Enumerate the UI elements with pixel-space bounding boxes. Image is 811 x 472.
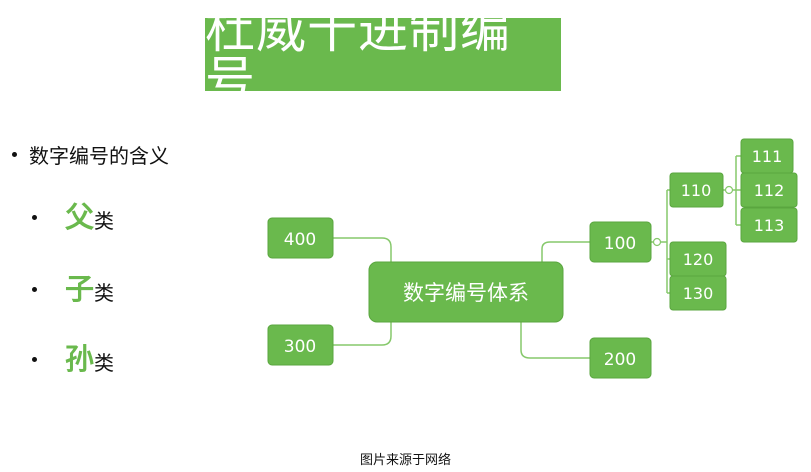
node-112: 112 xyxy=(740,172,798,208)
node-111: 111 xyxy=(740,138,794,174)
node-200-label: 200 xyxy=(604,350,636,370)
node-113-label: 113 xyxy=(754,216,785,235)
node-113-box xyxy=(740,207,798,243)
connector-root-100 xyxy=(541,241,590,262)
node-130-label: 130 xyxy=(683,284,714,303)
node-400-label: 400 xyxy=(284,230,316,250)
node-400-box xyxy=(267,217,334,259)
node-100-box xyxy=(589,221,652,263)
node-130: 130 xyxy=(669,275,727,311)
node-300-label: 300 xyxy=(284,337,316,357)
node-100: 100 xyxy=(589,221,652,263)
node-300-box xyxy=(267,324,334,366)
node-112-label: 112 xyxy=(754,181,785,200)
connector-root-400 xyxy=(333,237,392,262)
node-120-label: 120 xyxy=(683,250,714,269)
node-113: 113 xyxy=(740,207,798,243)
sub-item-parent: 父 类 xyxy=(32,203,114,232)
node-100-label: 100 xyxy=(604,234,636,254)
node-root: 数字编号体系 xyxy=(368,261,564,323)
bullet-dot xyxy=(32,287,37,292)
connector-root-200 xyxy=(520,322,590,359)
node-111-label: 111 xyxy=(752,147,783,166)
connector-root-300 xyxy=(333,322,392,346)
main-bullet: 数字编号的含义 xyxy=(12,140,169,169)
bullet-dot xyxy=(32,215,37,220)
sub-item-highlight: 孙 xyxy=(65,342,95,376)
node-300: 300 xyxy=(267,324,334,366)
sub-item-rest: 类 xyxy=(94,280,115,305)
sub-item-rest: 类 xyxy=(94,350,115,375)
node-200: 200 xyxy=(589,337,652,379)
bullet-dot xyxy=(32,357,37,362)
node-110: 110 xyxy=(669,172,724,208)
sub-item-rest: 类 xyxy=(94,208,115,233)
collapse-icon-100 xyxy=(652,237,662,247)
main-bullet-text: 数字编号的含义 xyxy=(29,144,169,168)
node-400: 400 xyxy=(267,217,334,259)
node-120: 120 xyxy=(669,241,727,277)
sub-item-highlight: 子 xyxy=(65,272,95,306)
node-root-box xyxy=(368,261,564,323)
node-110-label: 110 xyxy=(681,181,712,200)
node-112-box xyxy=(740,172,798,208)
node-200-box xyxy=(589,337,652,379)
sub-item-child: 子 类 xyxy=(32,275,114,304)
node-130-box xyxy=(669,275,727,311)
bullet-dot xyxy=(12,152,17,157)
node-110-box xyxy=(669,172,724,208)
node-root-label: 数字编号体系 xyxy=(403,281,529,305)
sub-item-grandchild: 孙 类 xyxy=(32,345,114,374)
collapse-icon-110 xyxy=(724,185,734,195)
image-caption: 图片来源于网络 xyxy=(359,453,451,468)
sub-item-highlight: 父 xyxy=(65,200,95,234)
